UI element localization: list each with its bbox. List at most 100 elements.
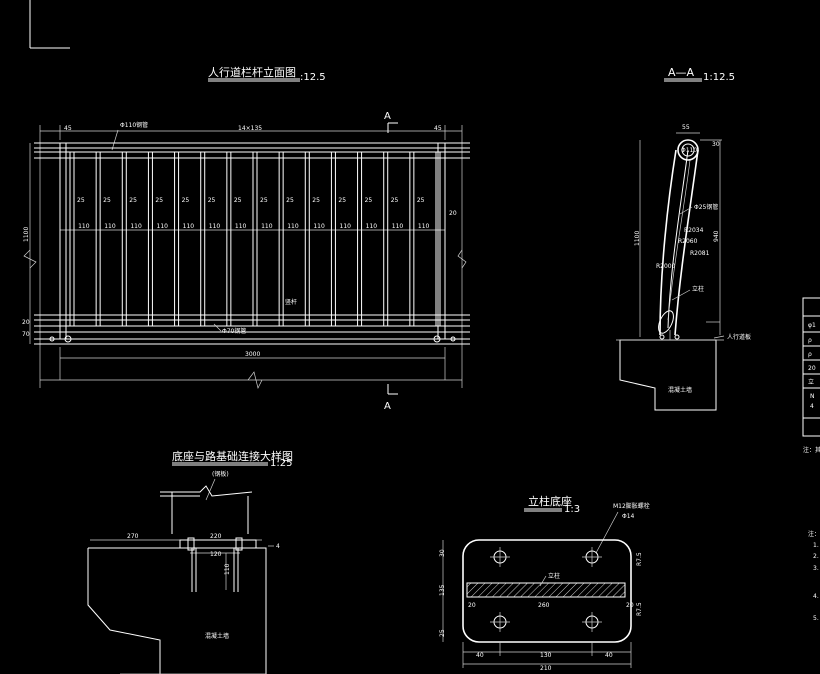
bay-spacing-label: 110 (209, 223, 221, 230)
bar-width-label: 25 (129, 197, 137, 204)
bar-width-label: 25 (182, 197, 190, 204)
base-dim-right: 40 (605, 652, 613, 659)
anchor-block-label: 混凝土墙 (205, 632, 229, 640)
note-2: 2. (813, 553, 819, 560)
base-scale: 1:3 (564, 504, 580, 515)
bar-width-label: 25 (234, 197, 242, 204)
bar-width-label: 25 (260, 197, 268, 204)
table-note: 注：其 (803, 446, 820, 454)
anchor-scale: 1:25 (270, 458, 292, 469)
ucs-corner-marker (29, 0, 70, 49)
bar-width-label: 25 (417, 197, 425, 204)
section-mark-top: A (384, 111, 391, 122)
section-scale: 1:12.5 (703, 72, 735, 83)
bay-spacing-label: 110 (313, 223, 325, 230)
base-slot-r: 20 (626, 602, 634, 609)
elev-dim-bottom: 3000 (245, 351, 260, 358)
notes-heading: 注： (808, 530, 820, 538)
section-r4: R2000 (656, 263, 676, 270)
anchor-dim-mid: 220 (210, 533, 222, 540)
base-bolt-label: M12膨胀螺栓 (613, 502, 650, 510)
table-cell-7: 4 (810, 403, 814, 410)
elev-bottom-rail-label: Φ70钢管 (222, 327, 246, 335)
elev-dim-left: 45 (64, 125, 72, 132)
section-title: A—A (668, 66, 695, 79)
section-r1: R2034 (684, 227, 704, 234)
anchor-note: (钢板) (212, 470, 229, 478)
base-hole-label: Φ14 (622, 513, 635, 520)
table-cell-3: ρ (808, 351, 812, 358)
base-dim-r-top: R7.5 (636, 552, 643, 566)
bay-spacing-label: 110 (392, 223, 404, 230)
elev-infill-label: 竖杆 (285, 298, 297, 306)
bay-spacing-label: 110 (418, 223, 430, 230)
base-title: 立柱底座 (528, 494, 572, 508)
anchor-dim-depth: 110 (224, 563, 231, 575)
bay-spacing-label: 110 (130, 223, 142, 230)
table-cell-4: 20 (808, 365, 816, 372)
railing-section-view: A—A 1:12.5 55 30 940 1100 Φ110 Φ25钢管 R20… (616, 66, 751, 411)
bay-spacing-label: 110 (235, 223, 247, 230)
section-dim-top-r: 30 (712, 141, 720, 148)
anchor-dim-bolt: 120 (210, 551, 222, 558)
railing-elevation-view: 人行道栏杆立面图 :12.5 45 14×135 45 Φ110钢管 11 (22, 65, 470, 412)
bay-spacing-label: 110 (157, 223, 169, 230)
bar-width-label: 25 (155, 197, 163, 204)
elev-top-rail-label: Φ110钢管 (120, 121, 148, 129)
table-cell-2: ρ (808, 337, 812, 344)
section-dim-mid: 940 (713, 230, 720, 242)
section-r3: R2081 (690, 250, 710, 257)
elev-dim-right: 45 (434, 125, 442, 132)
base-post-label: 立柱 (548, 572, 560, 580)
bay-spacing-label: 110 (287, 223, 299, 230)
note-4: 4. (813, 593, 819, 600)
bay-spacing-label: 110 (340, 223, 352, 230)
elev-dim-side-right: 20 (449, 210, 457, 217)
bay-spacing-label: 110 (183, 223, 195, 230)
bay-spacing-label: 110 (366, 223, 378, 230)
base-dim-left: 40 (476, 652, 484, 659)
material-table-fragment: φ1 ρ ρ 20 立 N 4 注：其 注： 1. 2. 3. 4. 5. (802, 297, 820, 622)
elevation-scale: :12.5 (300, 72, 326, 83)
section-pipe-label: Φ110 (681, 147, 697, 154)
bay-spacing-label: 110 (78, 223, 90, 230)
base-slot-l: 20 (468, 602, 476, 609)
bar-width-label: 25 (103, 197, 111, 204)
base-dim-height: 135 (439, 584, 446, 596)
table-cell-5: 立 (808, 378, 814, 386)
base-dim-h-bot: 25 (439, 629, 446, 637)
elevation-vertical-bars (69, 152, 441, 326)
section-curb-label: 混凝土墙 (668, 386, 692, 394)
bay-spacing-label: 110 (104, 223, 116, 230)
section-r2: R2060 (678, 238, 698, 245)
base-dim-h-top: 30 (439, 549, 446, 557)
bar-width-label: 25 (312, 197, 320, 204)
base-plate-view: 立柱底座 1:3 M12膨胀螺栓 Φ14 立柱 260 20 20 (439, 494, 650, 672)
bar-width-label: 25 (391, 197, 399, 204)
table-cell-1: φ1 (808, 322, 816, 329)
anchor-dim-left: 270 (127, 533, 139, 540)
bar-width-label: 25 (365, 197, 373, 204)
elev-dim-base-a: 20 (22, 319, 30, 326)
base-dim-r-bot: R7.5 (636, 602, 643, 616)
bar-width-label: 25 (77, 197, 85, 204)
elev-dim-top: 14×135 (238, 125, 262, 132)
section-dim-top: 55 (682, 124, 690, 131)
elev-dim-base-b: 70 (22, 331, 30, 338)
note-3: 3. (813, 565, 819, 572)
section-bar-label: Φ25钢管 (694, 203, 718, 211)
bay-spacing-label: 110 (261, 223, 273, 230)
elev-dim-height: 1100 (23, 227, 30, 242)
note-1: 1. (813, 542, 819, 549)
bar-width-label: 25 (208, 197, 216, 204)
bar-width-label: 25 (338, 197, 346, 204)
note-5: 5. (813, 615, 819, 622)
section-post-label: 立柱 (692, 285, 704, 293)
bar-width-label: 25 (286, 197, 294, 204)
section-sidewalk-label: 人行道板 (727, 333, 751, 341)
base-dim-inner: 260 (538, 602, 550, 609)
table-cell-6: N (810, 393, 815, 400)
elevation-title: 人行道栏杆立面图 (208, 65, 296, 79)
anchor-detail-view: 底座与路基础连接大样图 1:25 (钢板) 270 220 120 4 110 … (87, 449, 293, 674)
